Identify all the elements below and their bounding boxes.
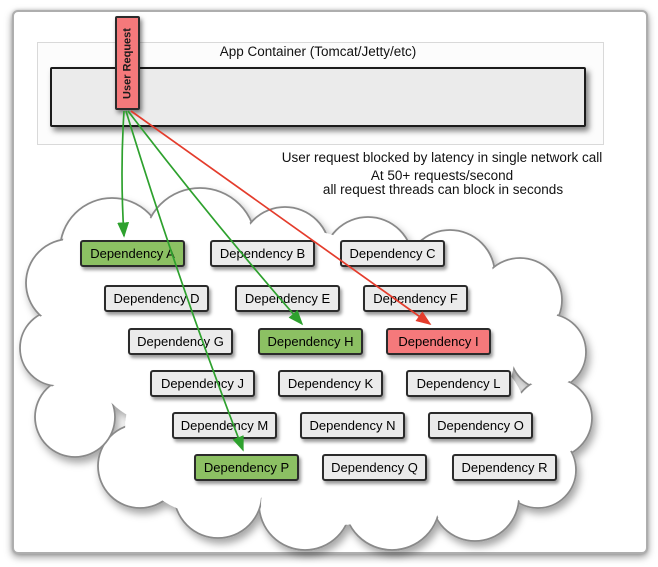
- dependency-box-j: Dependency J: [150, 370, 255, 397]
- dependency-box-e: Dependency E: [235, 285, 340, 312]
- dependency-box-l: Dependency L: [406, 370, 511, 397]
- dependency-box-f: Dependency F: [363, 285, 468, 312]
- dependency-box-m: Dependency M: [172, 412, 277, 439]
- dependency-box-k: Dependency K: [278, 370, 383, 397]
- dependency-box-a: Dependency A: [80, 240, 185, 267]
- user-request-box: User Request: [115, 16, 140, 110]
- dependency-box-b: Dependency B: [210, 240, 315, 267]
- dependency-box-g: Dependency G: [128, 328, 233, 355]
- dependency-box-r: Dependency R: [452, 454, 557, 481]
- dependency-box-q: Dependency Q: [322, 454, 427, 481]
- dependency-box-d: Dependency D: [104, 285, 209, 312]
- dependency-box-i: Dependency I: [386, 328, 491, 355]
- app-container-label: App Container (Tomcat/Jetty/etc): [219, 44, 417, 59]
- dependency-box-c: Dependency C: [340, 240, 445, 267]
- dependency-box-o: Dependency O: [428, 412, 533, 439]
- dependency-box-n: Dependency N: [300, 412, 405, 439]
- dependency-box-p: Dependency P: [194, 454, 299, 481]
- dependency-box-h: Dependency H: [258, 328, 363, 355]
